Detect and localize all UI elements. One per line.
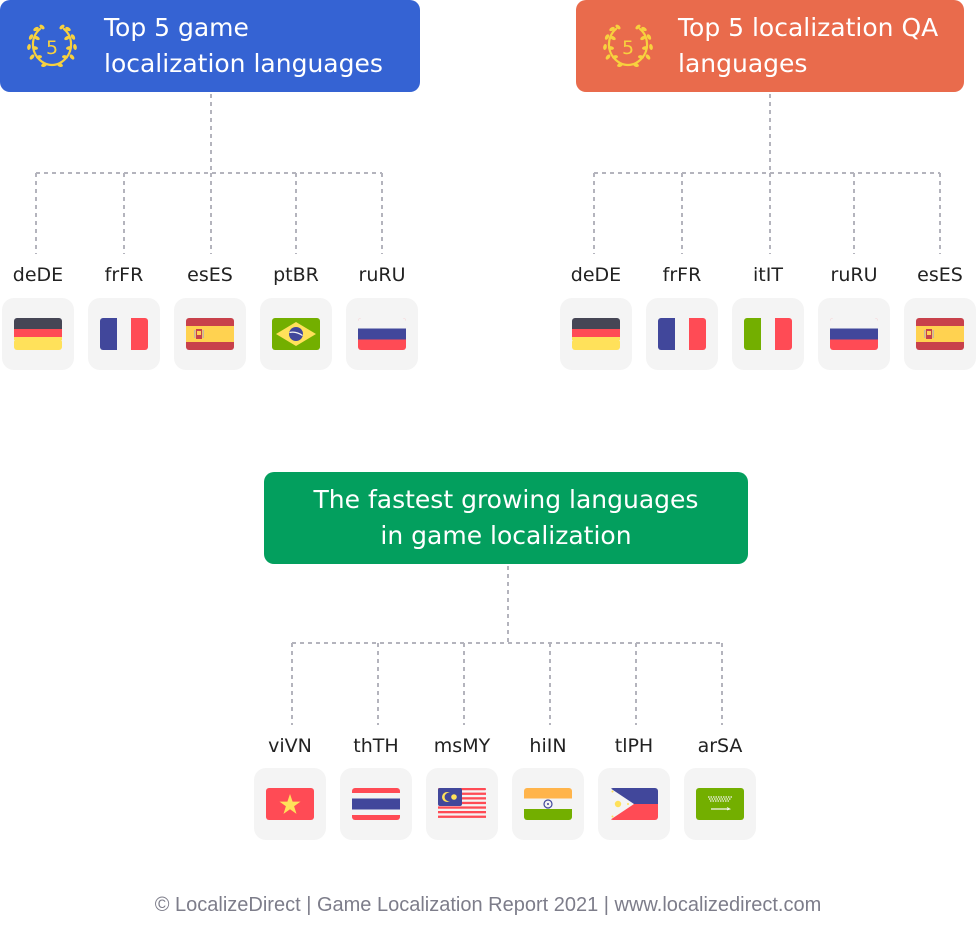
language-tile (646, 298, 718, 370)
footer-copyright: © LocalizeDirect | Game Localization Rep… (154, 894, 822, 916)
language-tile (346, 298, 418, 370)
language-label: ruRU (830, 264, 878, 286)
russia-flag-icon (358, 318, 406, 350)
connector-qa (593, 94, 941, 254)
language-tile (732, 298, 804, 370)
language-label: frFR (104, 264, 144, 286)
india-flag-icon (524, 788, 572, 820)
france-flag-icon (658, 318, 706, 350)
language-tile (598, 768, 670, 840)
thailand-flag-icon (352, 788, 400, 820)
svg-text:5: 5 (622, 37, 634, 59)
header-top-game-languages: 5 Top 5 game localization languages (0, 0, 420, 92)
spain-flag-icon (186, 318, 234, 350)
header-top-qa-languages: 5 Top 5 localization QA languages (576, 0, 964, 92)
language-tile (174, 298, 246, 370)
language-label: hiIN (529, 735, 567, 757)
russia-flag-icon (830, 318, 878, 350)
language-label: arSA (697, 735, 743, 757)
language-label: msMY (433, 735, 491, 757)
language-label: tlPH (614, 735, 654, 757)
laurel-five-icon: 5 (27, 24, 77, 67)
language-tile (340, 768, 412, 840)
language-label: viVN (268, 735, 312, 757)
language-label: ruRU (358, 264, 406, 286)
saudi-arabia-flag-icon (696, 788, 744, 820)
malaysia-flag-icon (438, 788, 486, 820)
language-tile (904, 298, 976, 370)
language-label: frFR (662, 264, 702, 286)
germany-flag-icon (14, 318, 62, 350)
germany-flag-icon (572, 318, 620, 350)
language-tile (88, 298, 160, 370)
language-label: itIT (753, 264, 783, 286)
italy-flag-icon (744, 318, 792, 350)
header-title: Top 5 game localization languages (104, 13, 383, 78)
language-tile (426, 768, 498, 840)
header-title: The fastest growing languages in game lo… (313, 485, 699, 550)
language-label: ptBR (273, 264, 319, 286)
vietnam-flag-icon (266, 788, 314, 820)
header-title: Top 5 localization QA languages (678, 13, 939, 78)
language-tile (512, 768, 584, 840)
language-label: esES (917, 264, 963, 286)
laurel-five-icon: 5 (603, 24, 653, 67)
language-tile (2, 298, 74, 370)
language-tile (818, 298, 890, 370)
language-label: deDE (12, 264, 64, 286)
connector-growth (291, 566, 723, 725)
brazil-flag-icon (272, 318, 320, 350)
header-fastest-growing-languages: The fastest growing languages in game lo… (264, 472, 748, 564)
language-tile (684, 768, 756, 840)
language-label: esES (187, 264, 233, 286)
france-flag-icon (100, 318, 148, 350)
language-tile (560, 298, 632, 370)
philippines-flag-icon (610, 788, 658, 820)
spain-flag-icon (916, 318, 964, 350)
language-tile (260, 298, 332, 370)
language-label: thTH (353, 735, 399, 757)
svg-text:5: 5 (46, 37, 58, 59)
language-label: deDE (570, 264, 622, 286)
connector-game (35, 94, 383, 254)
language-tile (254, 768, 326, 840)
